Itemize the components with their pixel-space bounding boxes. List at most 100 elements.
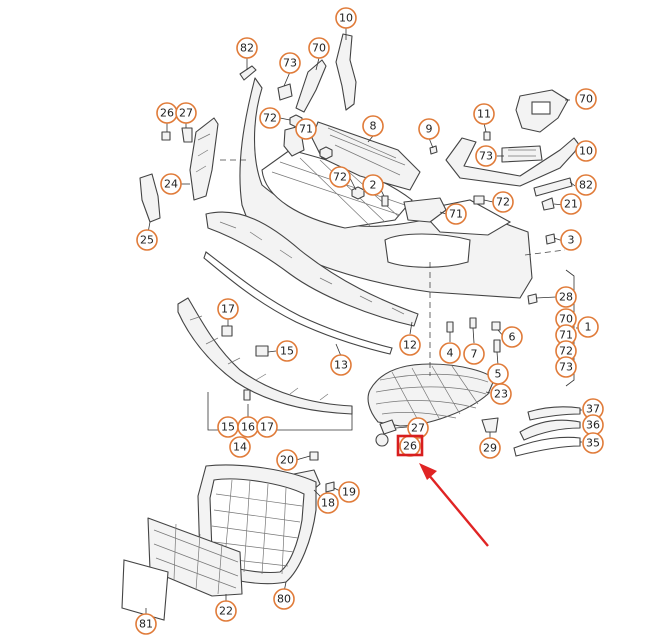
trim-35 bbox=[513, 436, 581, 457]
svg-text:1: 1 bbox=[585, 321, 592, 334]
clip-73-left bbox=[277, 83, 293, 101]
svg-text:71: 71 bbox=[299, 123, 313, 136]
svg-text:15: 15 bbox=[221, 421, 235, 434]
callout-bubble: 17 bbox=[217, 298, 239, 320]
right-bracket-71 bbox=[403, 197, 447, 223]
callout-bubble: 11 bbox=[473, 103, 495, 125]
clip-15-upper bbox=[255, 345, 269, 357]
svg-text:72: 72 bbox=[263, 112, 277, 125]
callout-bubble: 23 bbox=[490, 383, 512, 405]
svg-text:82: 82 bbox=[579, 179, 593, 192]
clip-82-left bbox=[239, 65, 257, 81]
callout-bubble: 6 bbox=[501, 326, 523, 348]
callout-bubble: 72 bbox=[329, 166, 351, 188]
callout-bubble: 12 bbox=[399, 334, 421, 356]
clip-82-right bbox=[533, 177, 573, 197]
callout-bubble: 26 bbox=[399, 435, 421, 457]
svg-text:17: 17 bbox=[221, 303, 235, 316]
svg-text:71: 71 bbox=[449, 208, 463, 221]
svg-text:73: 73 bbox=[559, 361, 573, 374]
callout-bubble: 81 bbox=[135, 613, 157, 635]
svg-text:10: 10 bbox=[339, 12, 353, 25]
svg-text:10: 10 bbox=[579, 145, 593, 158]
impact-bracket bbox=[311, 121, 421, 191]
svg-text:73: 73 bbox=[283, 57, 297, 70]
svg-text:80: 80 bbox=[277, 593, 291, 606]
svg-text:4: 4 bbox=[447, 347, 454, 360]
clip-27-left bbox=[181, 127, 193, 143]
lower-lip-strip bbox=[203, 251, 393, 355]
clip-27-grille bbox=[379, 419, 397, 435]
left-side-guide bbox=[189, 117, 219, 201]
svg-text:27: 27 bbox=[179, 107, 193, 120]
svg-text:13: 13 bbox=[334, 359, 348, 372]
svg-text:26: 26 bbox=[403, 440, 417, 453]
svg-text:72: 72 bbox=[559, 345, 573, 358]
callout-bubble: 16 bbox=[237, 416, 259, 438]
callout-bubble: 15 bbox=[217, 416, 239, 438]
honeycomb-grille bbox=[367, 363, 495, 427]
license-plate-mount bbox=[121, 559, 169, 621]
svg-text:15: 15 bbox=[280, 345, 294, 358]
right-trim-strip bbox=[445, 137, 581, 187]
clip-17-upper bbox=[221, 325, 233, 337]
callout-bubble: 82 bbox=[236, 37, 258, 59]
svg-text:8: 8 bbox=[370, 120, 377, 133]
callout-bubble: 18 bbox=[317, 492, 339, 514]
svg-text:70: 70 bbox=[312, 42, 326, 55]
callout-bubble: 21 bbox=[560, 193, 582, 215]
svg-text:35: 35 bbox=[586, 437, 600, 450]
callout-bubble: 5 bbox=[487, 363, 509, 385]
callout-bubble: 26 bbox=[156, 102, 178, 124]
svg-text:24: 24 bbox=[164, 178, 178, 191]
clip-26-left bbox=[161, 131, 171, 141]
callout-bubble: 70 bbox=[575, 88, 597, 110]
svg-text:28: 28 bbox=[559, 291, 573, 304]
callout-bubble: 71 bbox=[295, 118, 317, 140]
svg-text:23: 23 bbox=[494, 388, 508, 401]
clip-26-grille bbox=[375, 433, 389, 447]
callout-bubble: 4 bbox=[439, 342, 461, 364]
left-lower-guide bbox=[139, 173, 161, 223]
svg-text:6: 6 bbox=[509, 331, 516, 344]
top-bracket bbox=[335, 33, 357, 111]
callout-bubble: 27 bbox=[407, 417, 429, 439]
callout-bubble: 10 bbox=[335, 7, 357, 29]
lower-grille bbox=[147, 517, 243, 597]
clip-29 bbox=[481, 417, 499, 433]
callout-bubble: 17 bbox=[256, 416, 278, 438]
callout-bubble: 29 bbox=[479, 437, 501, 459]
svg-text:37: 37 bbox=[586, 403, 600, 416]
callout-bubble: 72 bbox=[555, 340, 577, 362]
callout-bubble: 71 bbox=[445, 203, 467, 225]
svg-text:70: 70 bbox=[559, 313, 573, 326]
callout-bubble: 72 bbox=[492, 191, 514, 213]
svg-text:27: 27 bbox=[411, 422, 425, 435]
callout-bubble: 14 bbox=[229, 436, 251, 458]
trim-36 bbox=[519, 419, 581, 441]
callout-bubble: 72 bbox=[259, 107, 281, 129]
clip-72-right bbox=[473, 195, 485, 205]
callout-bubble: 7 bbox=[463, 343, 485, 365]
callout-bubble: 9 bbox=[418, 118, 440, 140]
callout-bubble: 70 bbox=[308, 37, 330, 59]
svg-text:71: 71 bbox=[559, 329, 573, 342]
svg-text:12: 12 bbox=[403, 339, 417, 352]
callout-bubble: 10 bbox=[575, 140, 597, 162]
callout-bubble: 27 bbox=[175, 102, 197, 124]
callout-bubble: 73 bbox=[555, 356, 577, 378]
svg-text:21: 21 bbox=[564, 198, 578, 211]
line-art bbox=[121, 33, 581, 621]
callout-bubble: 36 bbox=[582, 414, 604, 436]
svg-text:17: 17 bbox=[260, 421, 274, 434]
left-side-bracket bbox=[295, 59, 327, 113]
callout-bubble: 70 bbox=[555, 308, 577, 330]
callout-bubble: 73 bbox=[475, 145, 497, 167]
svg-text:14: 14 bbox=[233, 441, 247, 454]
callout-bubble: 13 bbox=[330, 354, 352, 376]
lower-valance bbox=[177, 297, 353, 415]
svg-text:29: 29 bbox=[483, 442, 497, 455]
hex-clip-b bbox=[319, 146, 333, 160]
fasteners bbox=[243, 131, 556, 493]
